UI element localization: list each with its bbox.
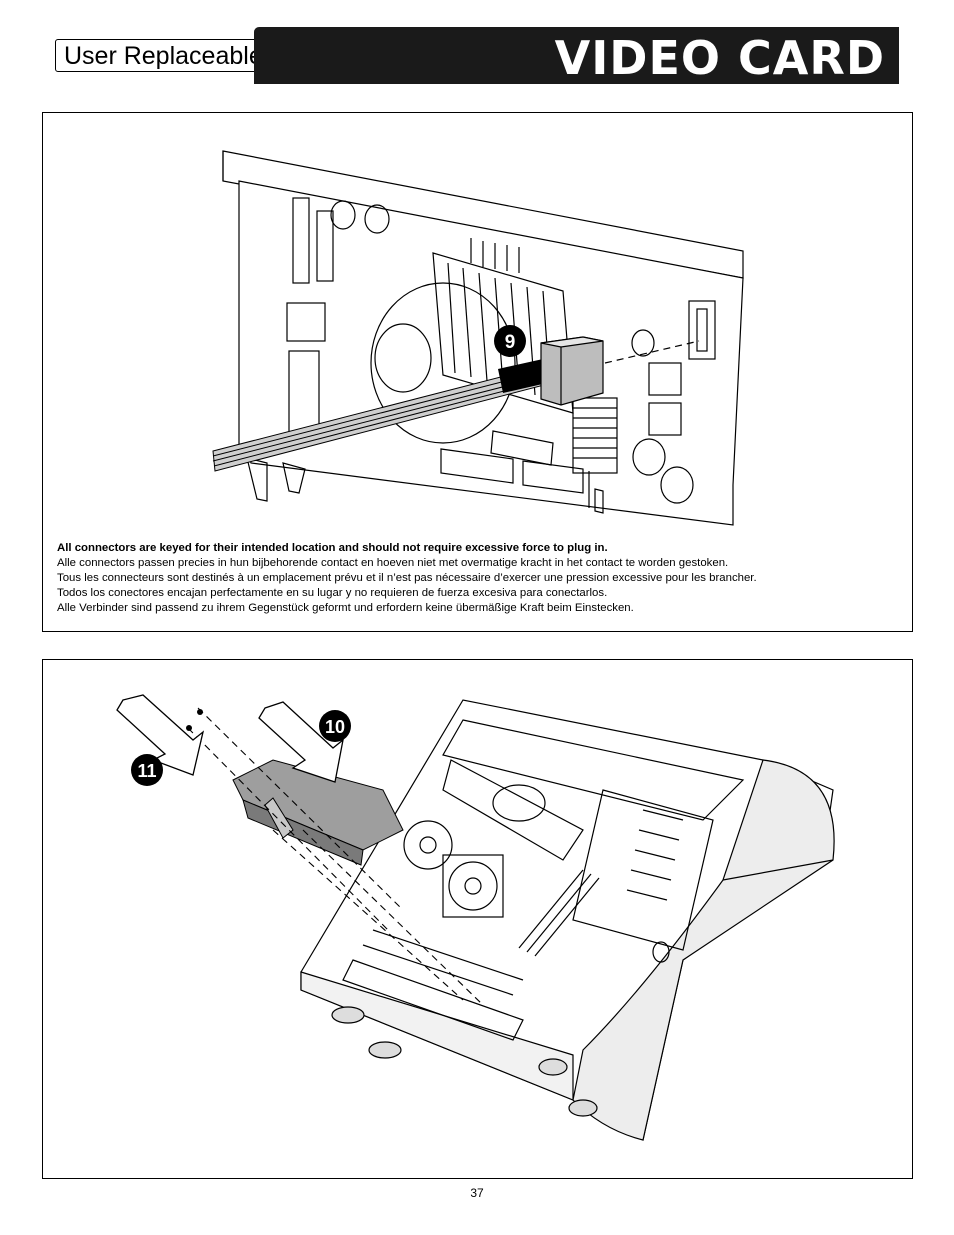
section-title: VIDEO CARD	[554, 31, 885, 85]
step-10-11-panel: 10 11	[42, 659, 913, 1179]
arrow-11-icon	[116, 694, 205, 776]
note-dutch: Alle connectors passen precies in hun bi…	[57, 557, 729, 569]
connector-notes: All connectors are keyed for their inten…	[57, 541, 897, 616]
callout-11-badge	[131, 754, 163, 786]
note-german: Alle Verbinder sind passend zu ihrem Geg…	[57, 602, 634, 614]
note-french: Tous les connecteurs sont destinés à un …	[57, 572, 757, 584]
chassis-install-illustration: 10 11	[116, 694, 835, 1141]
callout-9-badge	[494, 325, 526, 357]
arrow-10-icon	[258, 701, 344, 783]
note-spanish: Todos los conectores encajan perfectamen…	[57, 587, 608, 599]
section-title-bar: VIDEO CARD	[254, 27, 899, 85]
callout-10-badge	[319, 710, 351, 742]
callout-9-label: 9	[505, 332, 516, 353]
callout-10-label: 10	[325, 717, 345, 737]
note-english: All connectors are keyed for their inten…	[57, 542, 608, 554]
step-9-panel: 9 All connectors are keyed for their int…	[42, 112, 913, 632]
video-card-connector-illustration: 9	[212, 150, 744, 526]
page-number: 37	[470, 1186, 484, 1200]
callout-11-label: 11	[137, 761, 156, 781]
